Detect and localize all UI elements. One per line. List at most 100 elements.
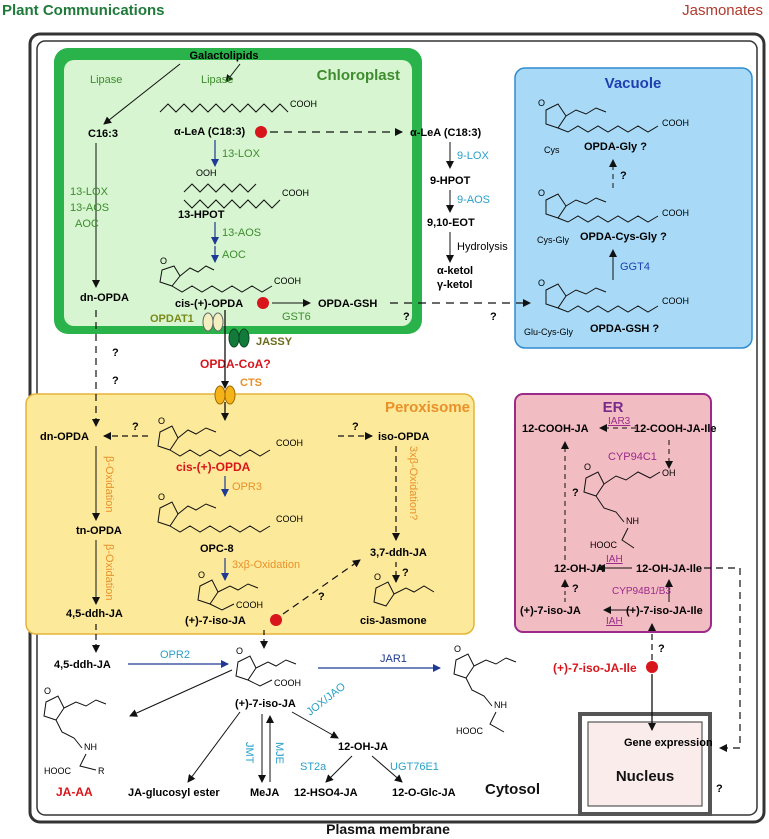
iso-ja-perox-marker bbox=[270, 614, 282, 626]
opda-cysgly: OPDA-Cys-Gly ? bbox=[580, 231, 667, 243]
q-gsh-2: ? bbox=[490, 311, 497, 323]
opda-cooh: COOH bbox=[274, 276, 301, 286]
cyto-ja-cooh: COOH bbox=[274, 678, 301, 688]
hydrolysis: Hydrolysis bbox=[457, 241, 508, 253]
opr3: OPR3 bbox=[232, 481, 262, 493]
q-dnopda-2: ? bbox=[112, 375, 119, 387]
perox-opda-cooh: COOH bbox=[276, 438, 303, 448]
nucleus-inner bbox=[587, 721, 703, 807]
jar1: JAR1 bbox=[380, 653, 407, 665]
vac-cysgly: Cys-Gly bbox=[537, 235, 569, 245]
oh-ja-cyto: 12-OH-JA bbox=[338, 741, 388, 753]
meja: MeJA bbox=[250, 787, 279, 799]
lox9: 9-LOX bbox=[457, 150, 489, 162]
opda-gsh-cyto: OPDA-GSH bbox=[318, 298, 377, 310]
iar3: IAR3 bbox=[608, 416, 631, 427]
hso4-ja: 12-HSO4-JA bbox=[294, 787, 358, 799]
jaaa-nh: NH bbox=[84, 742, 97, 752]
iso-ja-perox: (+)-7-iso-JA bbox=[185, 615, 246, 627]
journal-title: Plant Communications bbox=[2, 2, 165, 19]
opda-gly: OPDA-Gly ? bbox=[584, 141, 647, 153]
st2a: ST2a bbox=[300, 761, 327, 773]
er-nh: NH bbox=[626, 516, 639, 526]
c163: C16:3 bbox=[88, 128, 118, 140]
jasmone-o: O bbox=[374, 572, 381, 582]
beta-ox-b: β-Oxidation bbox=[103, 544, 115, 600]
q-er-1: ? bbox=[572, 487, 579, 499]
opr2: OPR2 bbox=[160, 649, 190, 661]
oh-jaile-er: 12-OH-JA-Ile bbox=[636, 563, 702, 575]
aketol: α-ketol bbox=[437, 265, 473, 277]
lipase-right: Lipase bbox=[201, 74, 233, 86]
topic-label: Jasmonates bbox=[682, 2, 763, 19]
opc8: OPC-8 bbox=[200, 543, 234, 555]
iso-ja-er: (+)-7-iso-JA bbox=[520, 605, 581, 617]
mje: MJE bbox=[273, 742, 285, 764]
q-perox-37: ? bbox=[318, 591, 325, 603]
opdat1: OPDAT1 bbox=[150, 313, 194, 325]
jassy: JASSY bbox=[256, 336, 293, 348]
nucleus-outer bbox=[578, 712, 712, 816]
hpot9: 9-HPOT bbox=[430, 175, 471, 187]
enzyme-left-2: 13-AOS bbox=[70, 202, 109, 214]
perox-ja-cooh: COOH bbox=[236, 600, 263, 610]
peroxisome-label: Peroxisome bbox=[385, 399, 470, 416]
cyto-ja-o: O bbox=[236, 646, 243, 656]
jox: JOX/JAO bbox=[304, 680, 348, 718]
plasma-membrane-label: Plasma membrane bbox=[326, 821, 450, 837]
oglc-ja: 12-O-Glc-JA bbox=[392, 787, 456, 799]
ala-cooh: COOH bbox=[290, 99, 317, 109]
cyp94c1: CYP94C1 bbox=[608, 451, 657, 463]
lox13: 13-LOX bbox=[222, 148, 261, 160]
galactolipids: Galactolipids bbox=[189, 50, 258, 62]
beta-ox-a: β-Oxidation bbox=[103, 456, 115, 512]
tn-opda: tn-OPDA bbox=[76, 525, 122, 537]
cooh-jaile: 12-COOH-JA-Ile bbox=[634, 423, 717, 435]
er-hooc: HOOC bbox=[590, 540, 618, 550]
ddh45-perox: 4,5-ddh-JA bbox=[66, 608, 123, 620]
cyto-jaile-hooc: HOOC bbox=[456, 726, 484, 736]
dn-opda-chloro: dn-OPDA bbox=[80, 292, 129, 304]
dn-opda-perox: dn-OPDA bbox=[40, 431, 89, 443]
ggt4: GGT4 bbox=[620, 261, 650, 273]
beta-ox3: 3xβ-Oxidation bbox=[232, 559, 300, 571]
q-er-ile: ? bbox=[658, 643, 665, 655]
opc-o: O bbox=[158, 492, 165, 502]
cis-jasmone: cis-Jasmone bbox=[360, 615, 427, 627]
hpot13: 13-HPOT bbox=[178, 209, 225, 221]
beta-ox3q: 3xβ-Oxidation? bbox=[407, 446, 419, 520]
vac-o2: O bbox=[538, 188, 545, 198]
q-dnopda-1: ? bbox=[112, 347, 119, 359]
hpot-ooh: OOH bbox=[196, 168, 217, 178]
iso-jaile-er: (+)-7-iso-JA-Ile bbox=[626, 605, 703, 617]
q-perox-jasmone: ? bbox=[402, 567, 409, 579]
perox-opda-o: O bbox=[158, 416, 165, 426]
jaaa-hooc: HOOC bbox=[44, 766, 72, 776]
gene-expression: Gene expression bbox=[624, 737, 713, 749]
er-oh: OH bbox=[662, 468, 676, 478]
er-o: O bbox=[584, 462, 591, 472]
peroxisome-box bbox=[25, 393, 475, 635]
cis-opda-perox: cis-(+)-OPDA bbox=[176, 460, 251, 474]
perox-ja-o: O bbox=[198, 570, 205, 580]
q-er-2: ? bbox=[572, 583, 579, 595]
opda-o: O bbox=[160, 256, 167, 266]
ja-aa: JA-AA bbox=[56, 785, 93, 799]
q-perox-dn: ? bbox=[132, 421, 139, 433]
jaile-marker bbox=[646, 661, 658, 673]
gst6: GST6 bbox=[282, 311, 311, 323]
opc-cooh: COOH bbox=[276, 514, 303, 524]
eot: 9,10-EOT bbox=[427, 217, 475, 229]
ala-cyto: α-LeA (C18:3) bbox=[410, 127, 481, 139]
jaaa-r: R bbox=[98, 766, 105, 776]
er-box bbox=[514, 393, 712, 633]
cts: CTS bbox=[240, 377, 262, 389]
iso-opda: iso-OPDA bbox=[378, 431, 429, 443]
lipase-left: Lipase bbox=[90, 74, 122, 86]
oh-ja-er: 12-OH-JA bbox=[554, 563, 604, 575]
cyto-jaile-nh: NH bbox=[494, 700, 507, 710]
vac-cys: Cys bbox=[544, 145, 560, 155]
q-gsh-1: ? bbox=[403, 311, 410, 323]
ala-marker bbox=[255, 126, 267, 138]
nucleus-label: Nucleus bbox=[616, 768, 674, 785]
